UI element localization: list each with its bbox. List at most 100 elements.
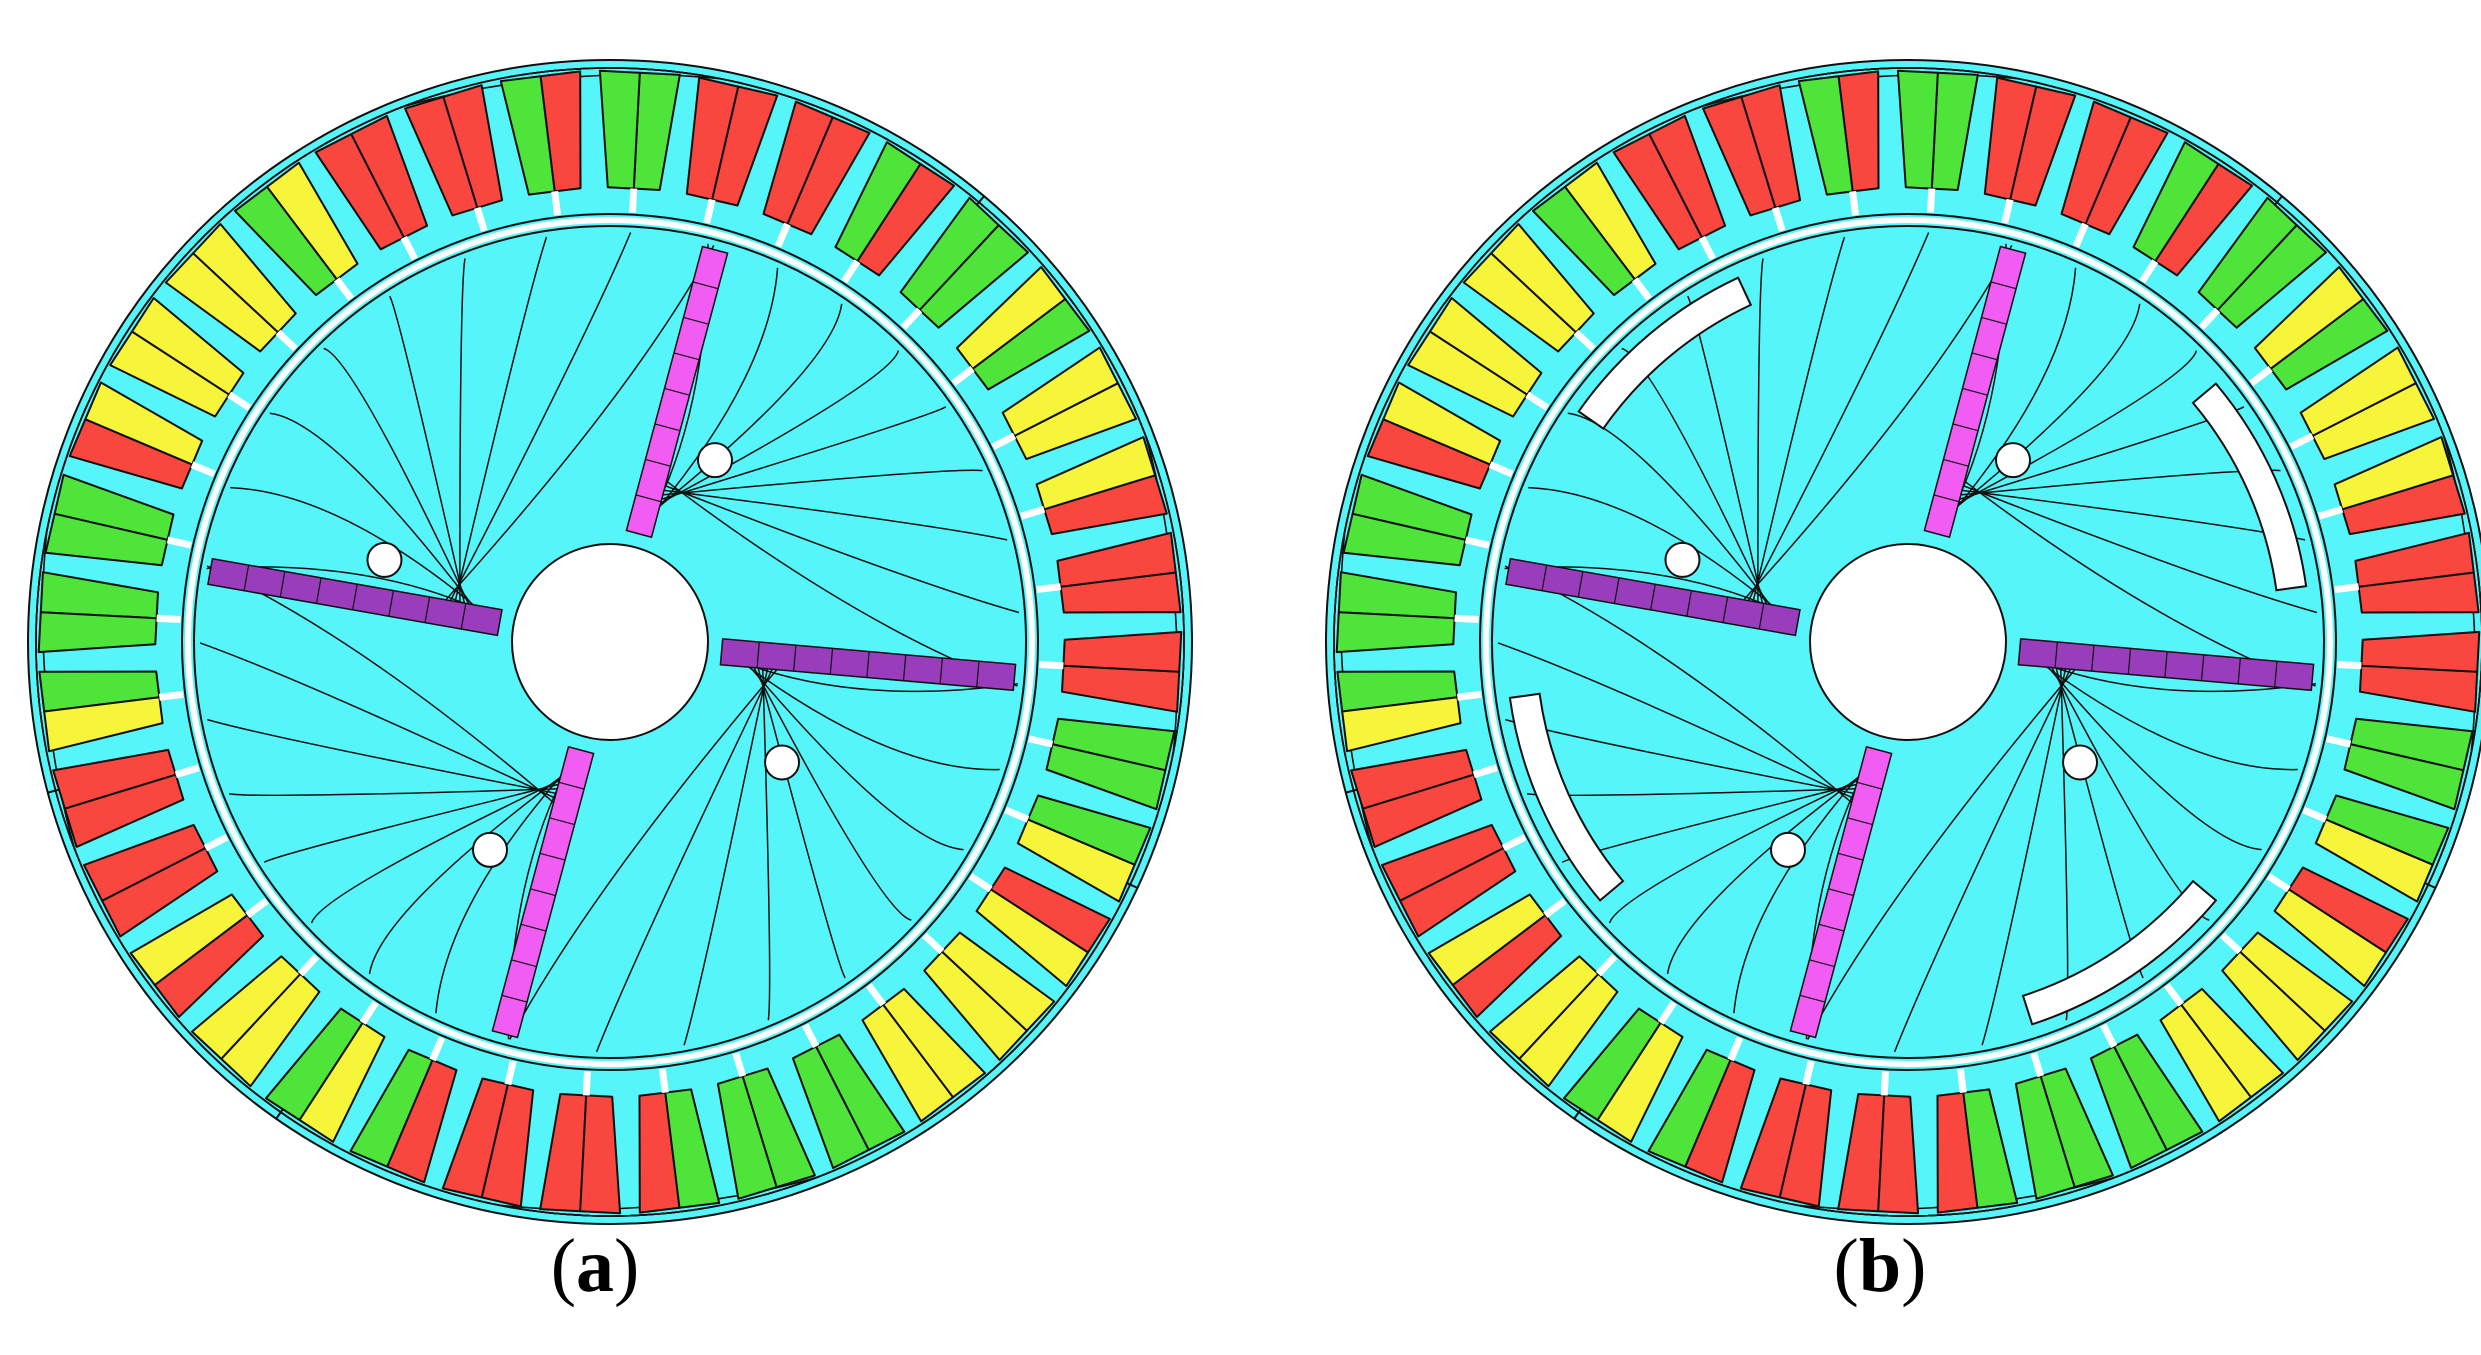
magnet-segment-line bbox=[2274, 661, 2278, 688]
slot-coil-half bbox=[1056, 531, 1177, 588]
slot-opening bbox=[2318, 505, 2344, 520]
slot-coil-half bbox=[1001, 346, 1119, 437]
magnet-segment-line bbox=[501, 994, 528, 1003]
slot-coil-half bbox=[499, 75, 556, 196]
stator-slot bbox=[83, 823, 229, 938]
slot-opening bbox=[1595, 954, 1618, 977]
flux-line bbox=[1947, 267, 2077, 519]
slot-opening bbox=[841, 259, 861, 284]
magnet-segment-line bbox=[692, 281, 719, 290]
magnet-segment-line bbox=[1943, 458, 1969, 467]
stator-slot bbox=[1462, 223, 1596, 353]
magnet-segment-line bbox=[1809, 959, 1835, 968]
stator-slot bbox=[1336, 670, 1482, 753]
slot-opening bbox=[504, 1060, 517, 1086]
magnet-segment-line bbox=[460, 603, 467, 630]
stator-slot bbox=[991, 346, 1137, 461]
slot-coil-half bbox=[1462, 252, 1577, 353]
flux-line bbox=[1733, 765, 1869, 1014]
flux-line bbox=[1739, 245, 2013, 605]
stator-slot bbox=[314, 115, 429, 261]
magnet-segment-line bbox=[1847, 817, 1873, 826]
magnet-segment-line bbox=[1856, 781, 1883, 790]
flux-line bbox=[595, 664, 776, 1053]
magnet-segment-line bbox=[683, 316, 709, 325]
flux-line bbox=[1666, 770, 1867, 975]
magnet-segment-line bbox=[1952, 423, 1979, 432]
stator-slot bbox=[2326, 717, 2474, 811]
stator-slot bbox=[2302, 794, 2450, 903]
stator-slot bbox=[922, 931, 1056, 1061]
caption-close-paren: ) bbox=[614, 1224, 640, 1308]
slot-coil-half bbox=[43, 696, 164, 753]
slot-opening bbox=[275, 329, 298, 352]
stator-slot bbox=[1020, 436, 1168, 536]
slot-opening bbox=[865, 983, 887, 1007]
flux-line bbox=[761, 663, 771, 1021]
permanent-magnet bbox=[1789, 745, 1893, 1039]
slot-opening bbox=[1727, 1036, 1744, 1062]
slot-coil-half bbox=[955, 266, 1067, 370]
airgap bbox=[1483, 217, 2333, 1067]
flux-line bbox=[657, 469, 983, 497]
flux-line bbox=[2030, 658, 2317, 693]
airgap bbox=[185, 217, 1035, 1067]
slot-coil-half bbox=[164, 252, 279, 353]
flux-line bbox=[2036, 659, 2298, 771]
magnet-segment-line bbox=[654, 423, 681, 432]
slot-opening bbox=[774, 222, 791, 248]
slot-opening bbox=[2326, 735, 2352, 748]
stator-slots bbox=[37, 69, 1183, 1215]
stator-slot bbox=[1381, 823, 1527, 938]
stator-slot bbox=[716, 1052, 816, 1200]
slot-coil-half bbox=[1877, 1094, 1920, 1215]
rotor-hole bbox=[2062, 744, 2099, 781]
slot-coil-half bbox=[2132, 141, 2220, 263]
slot-coil-half bbox=[2113, 1033, 2204, 1151]
stator-slot bbox=[2089, 1023, 2204, 1169]
slot-coil-half bbox=[1342, 512, 1467, 567]
stator-slot bbox=[1896, 69, 1979, 213]
magnet-segment-line bbox=[549, 817, 575, 826]
stator-slot bbox=[1427, 893, 1567, 1018]
caption-close-paren: ) bbox=[1901, 1224, 1927, 1308]
magnet-segment-line bbox=[315, 577, 322, 604]
slot-coil-half bbox=[2349, 717, 2474, 772]
slot-opening bbox=[174, 764, 200, 779]
rotor-magnets bbox=[207, 245, 1017, 1039]
flux-barrier bbox=[1508, 692, 1625, 902]
slot-opening bbox=[227, 391, 252, 411]
flux-barrier bbox=[1577, 276, 1753, 430]
stator-slot bbox=[2266, 866, 2409, 987]
magnet-segment-line bbox=[1933, 494, 1960, 503]
magnet-segment-line bbox=[2237, 657, 2241, 684]
stator-slot bbox=[265, 1000, 386, 1143]
stator-slot bbox=[2337, 630, 2481, 713]
stator-slot bbox=[638, 1068, 721, 1214]
magnet-segment-line bbox=[1686, 590, 1692, 617]
slot-opening bbox=[190, 461, 216, 478]
stator-slot bbox=[37, 571, 181, 654]
slot-coil-half bbox=[386, 1058, 458, 1184]
permanent-magnet bbox=[1505, 557, 1801, 637]
slot-coil-half bbox=[220, 973, 321, 1088]
stator-bore bbox=[181, 213, 1039, 1071]
rotor-shaft bbox=[511, 543, 709, 741]
magnet-segment-line bbox=[388, 590, 394, 617]
slot-coil-half bbox=[1399, 847, 1517, 938]
slot-opening bbox=[1501, 834, 1527, 852]
slot-opening bbox=[703, 198, 716, 224]
flux-line bbox=[2042, 660, 2262, 851]
slot-opening bbox=[1543, 897, 1567, 919]
stator-slots bbox=[1335, 69, 2481, 1215]
stator-slot bbox=[598, 69, 681, 213]
stator-slot bbox=[1039, 630, 1183, 713]
slot-coil-half bbox=[598, 69, 641, 190]
stator-slot bbox=[2289, 346, 2435, 461]
stator-slot bbox=[834, 141, 955, 284]
slot-opening bbox=[166, 536, 192, 549]
magnet-segment-line bbox=[2200, 654, 2205, 681]
slot-coil-half bbox=[44, 512, 169, 567]
flux-line bbox=[651, 303, 843, 514]
